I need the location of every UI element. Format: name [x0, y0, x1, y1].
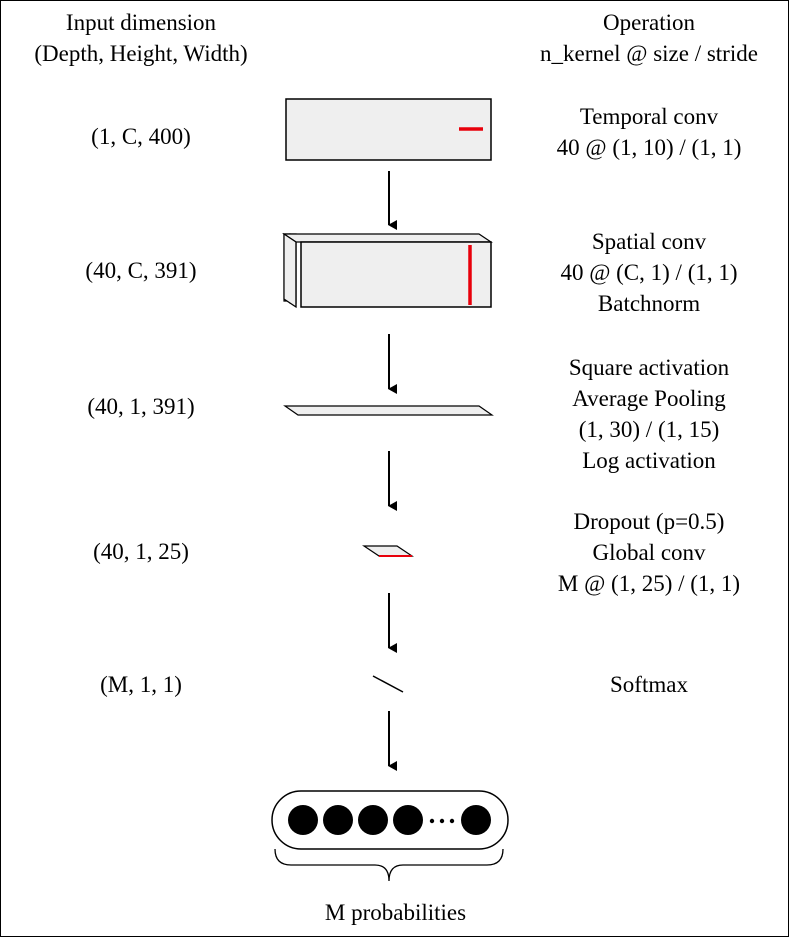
operation-row-2-line2: 40 @ (C, 1) / (1, 1) — [560, 260, 738, 285]
input-dimension-header-line1: Input dimension — [65, 10, 217, 35]
output-capsule — [271, 790, 509, 850]
output-probabilities — [271, 790, 509, 850]
input-tensor-rect — [285, 98, 492, 161]
output-label: M probabilities — [324, 900, 467, 925]
output-line — [372, 675, 404, 693]
dims-row-3: (40, 1, 391) — [87, 394, 195, 419]
operation-row-4-line2: Global conv — [592, 540, 706, 565]
dims-row-5: (M, 1, 1) — [100, 672, 182, 697]
operation-row-2-line1: Spatial conv — [591, 229, 707, 254]
operation-row-5-line1: Softmax — [610, 672, 688, 697]
operation-row-2-line3: Batchnorm — [597, 291, 701, 316]
probability-node-1 — [288, 805, 318, 835]
dims-row-1: (1, C, 400) — [91, 124, 191, 149]
feature-map-side-face — [283, 232, 297, 309]
operation-row-2: Spatial conv 40 @ (C, 1) / (1, 1) Batchn… — [509, 226, 788, 319]
operation-row-3-line3: (1, 30) / (1, 15) — [578, 417, 720, 442]
probability-node-last — [461, 805, 491, 835]
probability-node-2 — [323, 805, 353, 835]
operation-header-line1: Operation — [603, 10, 695, 35]
operation-row-4: Dropout (p=0.5) Global conv M @ (1, 25) … — [509, 506, 788, 599]
input-tensor-block — [285, 98, 492, 161]
pooled-map-parallelogram — [283, 405, 494, 416]
probability-node-4 — [393, 805, 423, 835]
operation-row-3-line1: Square activation — [568, 355, 730, 380]
operation-row-5: Softmax — [509, 669, 788, 700]
probability-node-3 — [358, 805, 388, 835]
input-dimension-header: Input dimension (Depth, Height, Width) — [1, 7, 281, 69]
operation-row-1: Temporal conv 40 @ (1, 10) / (1, 1) — [509, 101, 788, 163]
operation-row-3-line4: Log activation — [582, 448, 716, 473]
operation-row-1-line2: 40 @ (1, 10) / (1, 1) — [556, 135, 742, 160]
operation-row-4-line1: Dropout (p=0.5) — [573, 509, 725, 534]
feature-map-stack — [282, 232, 493, 309]
operation-row-3-line2: Average Pooling — [572, 386, 726, 411]
dims-row-4: (40, 1, 25) — [93, 539, 189, 564]
feature-map-top-face — [282, 233, 493, 243]
operation-row-4-line3: M @ (1, 25) / (1, 1) — [557, 571, 741, 596]
small-map-parallelogram — [362, 545, 414, 557]
ellipsis-dot-2 — [439, 818, 445, 824]
global-conv-block — [362, 545, 414, 557]
ellipsis-dot-3 — [449, 818, 455, 824]
input-dimension-header-line2: (Depth, Height, Width) — [34, 41, 248, 66]
operation-header: Operation n_kernel @ size / stride — [509, 7, 788, 69]
operation-header-line2: n_kernel @ size / stride — [540, 41, 758, 66]
feature-map-front-face — [300, 241, 492, 308]
operation-row-1-line1: Temporal conv — [579, 104, 719, 129]
dims-row-2: (40, C, 391) — [85, 258, 197, 283]
operation-row-3: Square activation Average Pooling (1, 30… — [509, 352, 788, 476]
ellipsis-dot-1 — [429, 818, 435, 824]
output-brace — [274, 848, 504, 882]
